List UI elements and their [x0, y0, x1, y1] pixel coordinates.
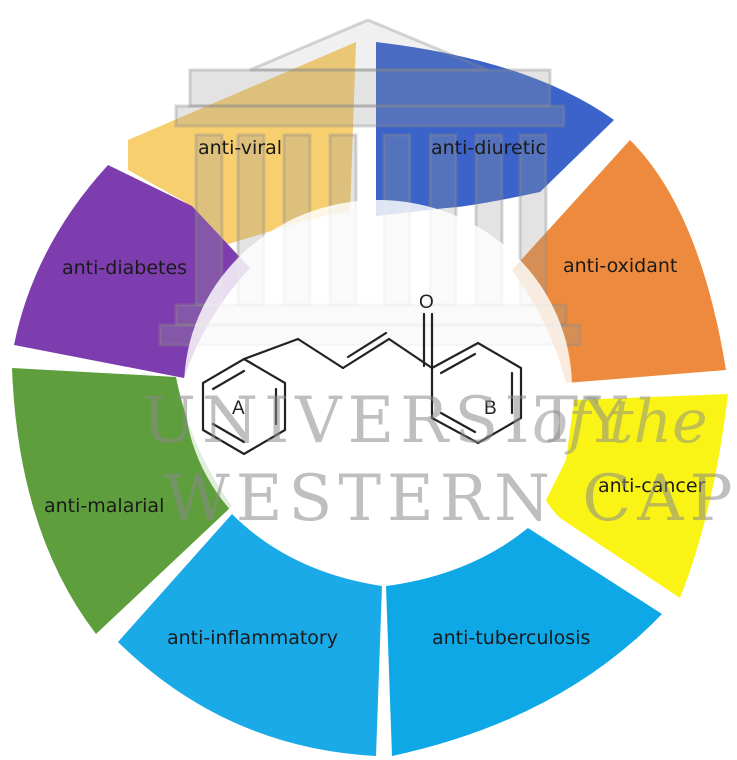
- watermark-line1-suffix: of the: [532, 387, 708, 457]
- segment-anti-malarial: [12, 368, 232, 634]
- segment-anti-diabetes: [14, 165, 250, 378]
- segment-anti-tuberculosis: [386, 528, 662, 756]
- label-anti-malarial: anti-malarial: [44, 495, 164, 517]
- ring-b-label: B: [484, 398, 497, 419]
- chalcone-structure: [201, 312, 523, 456]
- segment-anti-cancer: [546, 394, 728, 598]
- ring-b: [430, 341, 523, 445]
- label-anti-inflammatory: anti-inflammatory: [167, 627, 338, 649]
- label-anti-viral: anti-viral: [198, 137, 282, 159]
- label-anti-oxidant: anti-oxidant: [563, 255, 677, 277]
- ring-a: [201, 357, 287, 456]
- watermark-line1: UNIVERSITY: [142, 384, 632, 458]
- segment-anti-oxidant: [512, 140, 726, 383]
- center-disc: [184, 200, 572, 576]
- label-anti-diuretic: anti-diuretic: [431, 137, 546, 159]
- ring-a-label: A: [232, 398, 245, 419]
- label-anti-cancer: anti-cancer: [598, 475, 706, 497]
- segment-anti-diuretic: [376, 42, 614, 216]
- watermark: UNIVERSITY of the WESTERN CAPE: [142, 384, 737, 536]
- label-anti-diabetes: anti-diabetes: [62, 257, 187, 279]
- segment-anti-inflammatory: [118, 514, 382, 756]
- oxygen-label: O: [419, 292, 434, 313]
- watermark-line2: WESTERN CAPE: [164, 462, 737, 536]
- watermark-building-icon: [158, 18, 582, 347]
- label-anti-tuberculosis: anti-tuberculosis: [432, 627, 590, 649]
- activity-ring: [12, 42, 728, 756]
- segment-anti-viral: [128, 42, 356, 246]
